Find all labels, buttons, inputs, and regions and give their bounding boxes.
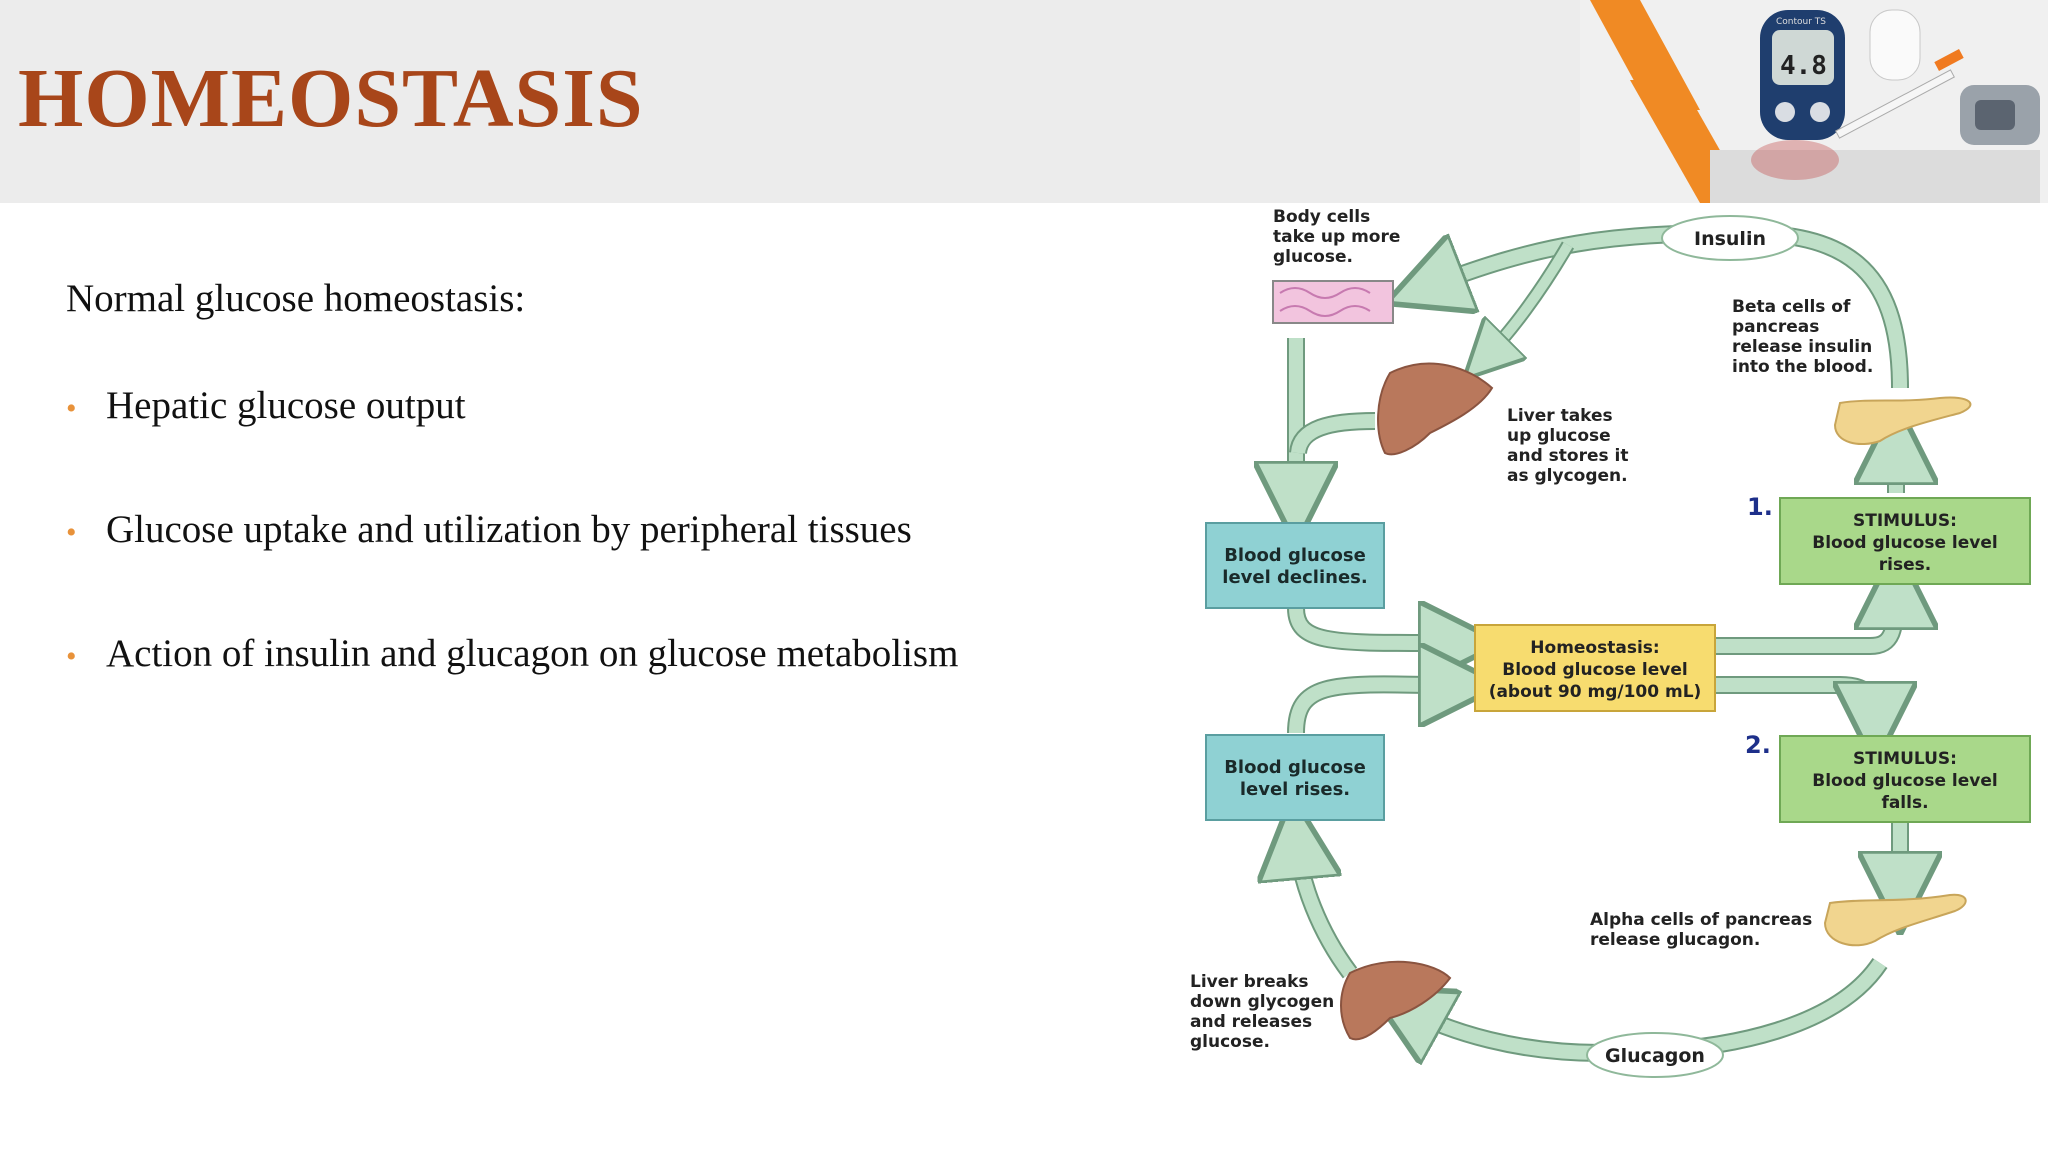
- bullet-item: • Glucose uptake and utilization by perip…: [66, 507, 912, 552]
- intro-text: Normal glucose homeostasis:: [66, 277, 526, 320]
- stimulus-1-box: STIMULUS: Blood glucose level rises. 1.: [1747, 493, 2031, 585]
- svg-text:glucose.: glucose.: [1273, 247, 1353, 267]
- svg-text:STIMULUS:: STIMULUS:: [1853, 749, 1957, 769]
- svg-text:release insulin: release insulin: [1732, 337, 1872, 357]
- svg-text:Liver breaks: Liver breaks: [1190, 972, 1309, 992]
- bullet-item: • Hepatic glucose output: [66, 383, 466, 428]
- svg-text:(about 90 mg/100 mL): (about 90 mg/100 mL): [1489, 682, 1702, 702]
- svg-text:Beta cells of: Beta cells of: [1732, 297, 1851, 317]
- body-cells-text: Body cells take up more glucose.: [1273, 207, 1400, 267]
- beta-cells-text: Beta cells of pancreas release insulin i…: [1732, 297, 1873, 377]
- svg-text:level declines.: level declines.: [1222, 567, 1367, 588]
- svg-text:into the blood.: into the blood.: [1732, 357, 1873, 377]
- svg-text:STIMULUS:: STIMULUS:: [1853, 511, 1957, 531]
- blood-glucose-rises-box: Blood glucose level rises.: [1205, 734, 1385, 821]
- bullet-text: Glucose uptake and utilization by periph…: [106, 508, 912, 551]
- alpha-cells-text: Alpha cells of pancreas release glucagon…: [1590, 910, 1812, 950]
- liver-breaks-text: Liver breaks down glycogen and releases …: [1190, 972, 1334, 1052]
- svg-text:and stores it: and stores it: [1507, 446, 1629, 466]
- svg-text:level rises.: level rises.: [1240, 779, 1350, 800]
- glucose-homeostasis-diagram: Insulin Glucagon Blood glucose level dec…: [1190, 207, 2031, 1078]
- svg-text:Insulin: Insulin: [1694, 228, 1766, 250]
- slide-title: HOMEOSTASIS: [18, 52, 644, 145]
- svg-text:Homeostasis:: Homeostasis:: [1530, 638, 1659, 658]
- svg-text:up glucose: up glucose: [1507, 426, 1611, 446]
- stimulus-1-number: 1.: [1747, 493, 1773, 521]
- liver-icon: [1340, 960, 1452, 1041]
- svg-text:as glycogen.: as glycogen.: [1507, 466, 1628, 486]
- svg-text:down glycogen: down glycogen: [1190, 992, 1334, 1012]
- body-cells-tissue-image: [1272, 280, 1394, 324]
- slide-header: HOMEOSTASIS 4.8 Contour TS: [0, 0, 2048, 203]
- liver-takes-text: Liver takes up glucose and stores it as …: [1507, 406, 1629, 486]
- stimulus-2-box: STIMULUS: Blood glucose level falls. 2.: [1745, 731, 2031, 823]
- pancreas-icon: [1823, 893, 1967, 947]
- meter-reading: 4.8: [1780, 51, 1827, 81]
- bullet-dot-icon: •: [66, 392, 77, 426]
- svg-text:Blood glucose level: Blood glucose level: [1502, 660, 1687, 680]
- insulin-label: Insulin: [1661, 215, 1799, 261]
- bullet-text: Action of insulin and glucagon on glucos…: [106, 632, 959, 675]
- liver-icon: [1377, 362, 1494, 456]
- meter-brand: Contour TS: [1776, 17, 1826, 27]
- svg-text:Blood glucose: Blood glucose: [1224, 545, 1366, 566]
- svg-text:pancreas: pancreas: [1732, 317, 1819, 337]
- svg-text:falls.: falls.: [1881, 793, 1928, 813]
- bullet-dot-icon: •: [66, 516, 77, 550]
- svg-text:glucose.: glucose.: [1190, 1032, 1270, 1052]
- svg-text:Body cells: Body cells: [1273, 207, 1370, 227]
- svg-text:Glucagon: Glucagon: [1605, 1045, 1705, 1067]
- bullet-dot-icon: •: [66, 640, 77, 674]
- svg-text:and releases: and releases: [1190, 1012, 1312, 1032]
- glucagon-label: Glucagon: [1586, 1032, 1724, 1078]
- stimulus-2-number: 2.: [1745, 731, 1771, 759]
- blood-glucose-declines-box: Blood glucose level declines.: [1205, 522, 1385, 609]
- bullet-text: Hepatic glucose output: [106, 384, 466, 427]
- svg-text:Alpha cells of pancreas: Alpha cells of pancreas: [1590, 910, 1812, 930]
- svg-text:Liver takes: Liver takes: [1507, 406, 1613, 426]
- svg-text:release glucagon.: release glucagon.: [1590, 930, 1760, 950]
- homeostasis-box: Homeostasis: Blood glucose level (about …: [1474, 624, 1716, 712]
- bullet-item: • Action of insulin and glucagon on gluco…: [66, 631, 958, 676]
- svg-text:Blood glucose level: Blood glucose level: [1812, 533, 1997, 553]
- pancreas-icon: [1833, 396, 1972, 445]
- svg-text:Blood glucose: Blood glucose: [1224, 757, 1366, 778]
- glucose-meter-image: 4.8 Contour TS: [1580, 0, 2048, 203]
- svg-text:Blood glucose level: Blood glucose level: [1812, 771, 1997, 791]
- svg-text:rises.: rises.: [1879, 555, 1931, 575]
- svg-text:take up more: take up more: [1273, 227, 1400, 247]
